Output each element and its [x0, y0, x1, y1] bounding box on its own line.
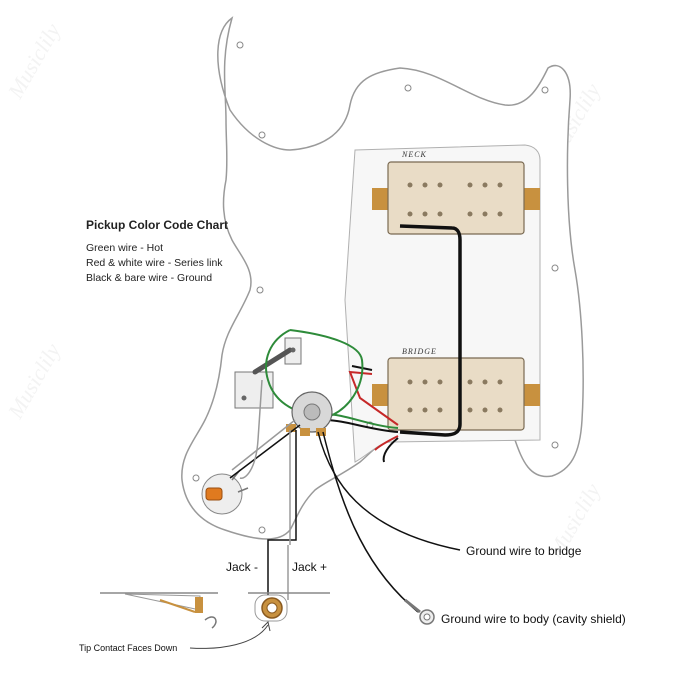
jack-side-view [100, 592, 330, 629]
jack-minus-label: Jack - [226, 560, 259, 574]
bridge-pickup [372, 357, 540, 431]
bridge-pickup-label: BRIDGE [402, 347, 437, 356]
bridge-lead-wires [324, 365, 399, 463]
ground-wire-bridge [317, 431, 461, 551]
legend-title: Pickup Color Code Chart [86, 218, 229, 232]
tip-pointer-arrow-icon [261, 621, 271, 632]
neck-pickup-label: NECK [402, 150, 427, 159]
svg-text:Musiclily: Musiclily [2, 339, 65, 423]
ground-body-label: Ground wire to body (cavity shield) [441, 612, 626, 626]
jack-plus-label: Jack + [292, 560, 328, 574]
ground-lug [404, 598, 435, 625]
pickup-color-chart: Pickup Color Code Chart Green wire - Hot… [86, 218, 228, 286]
ground-wire-body [322, 431, 419, 613]
tip-contact-note: Tip Contact Faces Down [79, 643, 178, 653]
internal-wiring [229, 379, 301, 600]
legend-line-black-bare: Black & bare wire - Ground [86, 272, 213, 284]
output-jack [254, 594, 288, 622]
neck-pickup [372, 161, 540, 235]
ground-bridge-label: Ground wire to bridge [466, 544, 582, 558]
tone-pot [201, 469, 249, 515]
legend-line-red-white: Red & white wire - Series link [86, 257, 223, 269]
svg-text:Musiclily: Musiclily [2, 19, 65, 103]
legend-line-green: Green wire - Hot [86, 242, 164, 254]
neck-lead-wire [399, 224, 462, 437]
volume-pot [286, 391, 333, 436]
tip-pointer [189, 624, 269, 649]
